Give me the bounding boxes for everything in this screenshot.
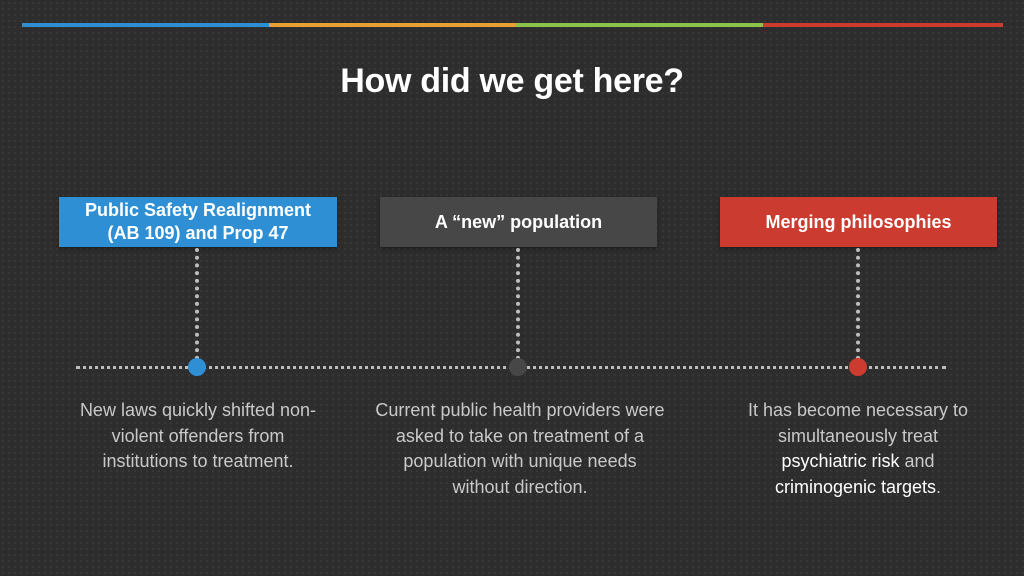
timeline-node-realignment: [188, 358, 206, 376]
label-merging-philosophies: Merging philosophies: [765, 211, 952, 232]
label-realignment-line2: (AB 109) and Prop 47: [107, 223, 289, 243]
description-merging-text-1: It has become necessary to simultaneousl…: [747, 400, 969, 446]
description-merging-philosophies: It has become necessary to simultaneousl…: [735, 398, 981, 500]
description-merging-text-3: .: [936, 476, 942, 497]
accent-bar-blue: [22, 23, 269, 27]
highlight-psychiatric-risk: psychiatric risk: [781, 451, 900, 471]
timeline-node-new-population: [509, 358, 527, 376]
highlight-criminogenic-targets: criminogenic targets: [774, 476, 937, 497]
label-box-new-population: A “new” population: [380, 197, 657, 247]
label-box-realignment: Public Safety Realignment (AB 109) and P…: [59, 197, 337, 247]
connector-merging-philosophies: [856, 248, 860, 360]
description-merging-text-2: and: [899, 451, 935, 471]
connector-realignment: [195, 248, 199, 360]
description-realignment: New laws quickly shifted non-violent off…: [79, 400, 317, 471]
connector-new-population: [516, 248, 520, 360]
slide-title: How did we get here?: [340, 62, 684, 100]
accent-bar-green: [516, 23, 763, 27]
accent-bar-red: [763, 23, 1003, 27]
label-box-merging-philosophies: Merging philosophies: [720, 197, 997, 247]
description-new-population: Current public health providers were ask…: [375, 400, 665, 497]
accent-bar-orange: [269, 23, 516, 27]
label-new-population: A “new” population: [434, 211, 603, 232]
label-realignment-line1: Public Safety Realignment: [84, 200, 312, 220]
timeline-node-merging-philosophies: [849, 358, 867, 376]
